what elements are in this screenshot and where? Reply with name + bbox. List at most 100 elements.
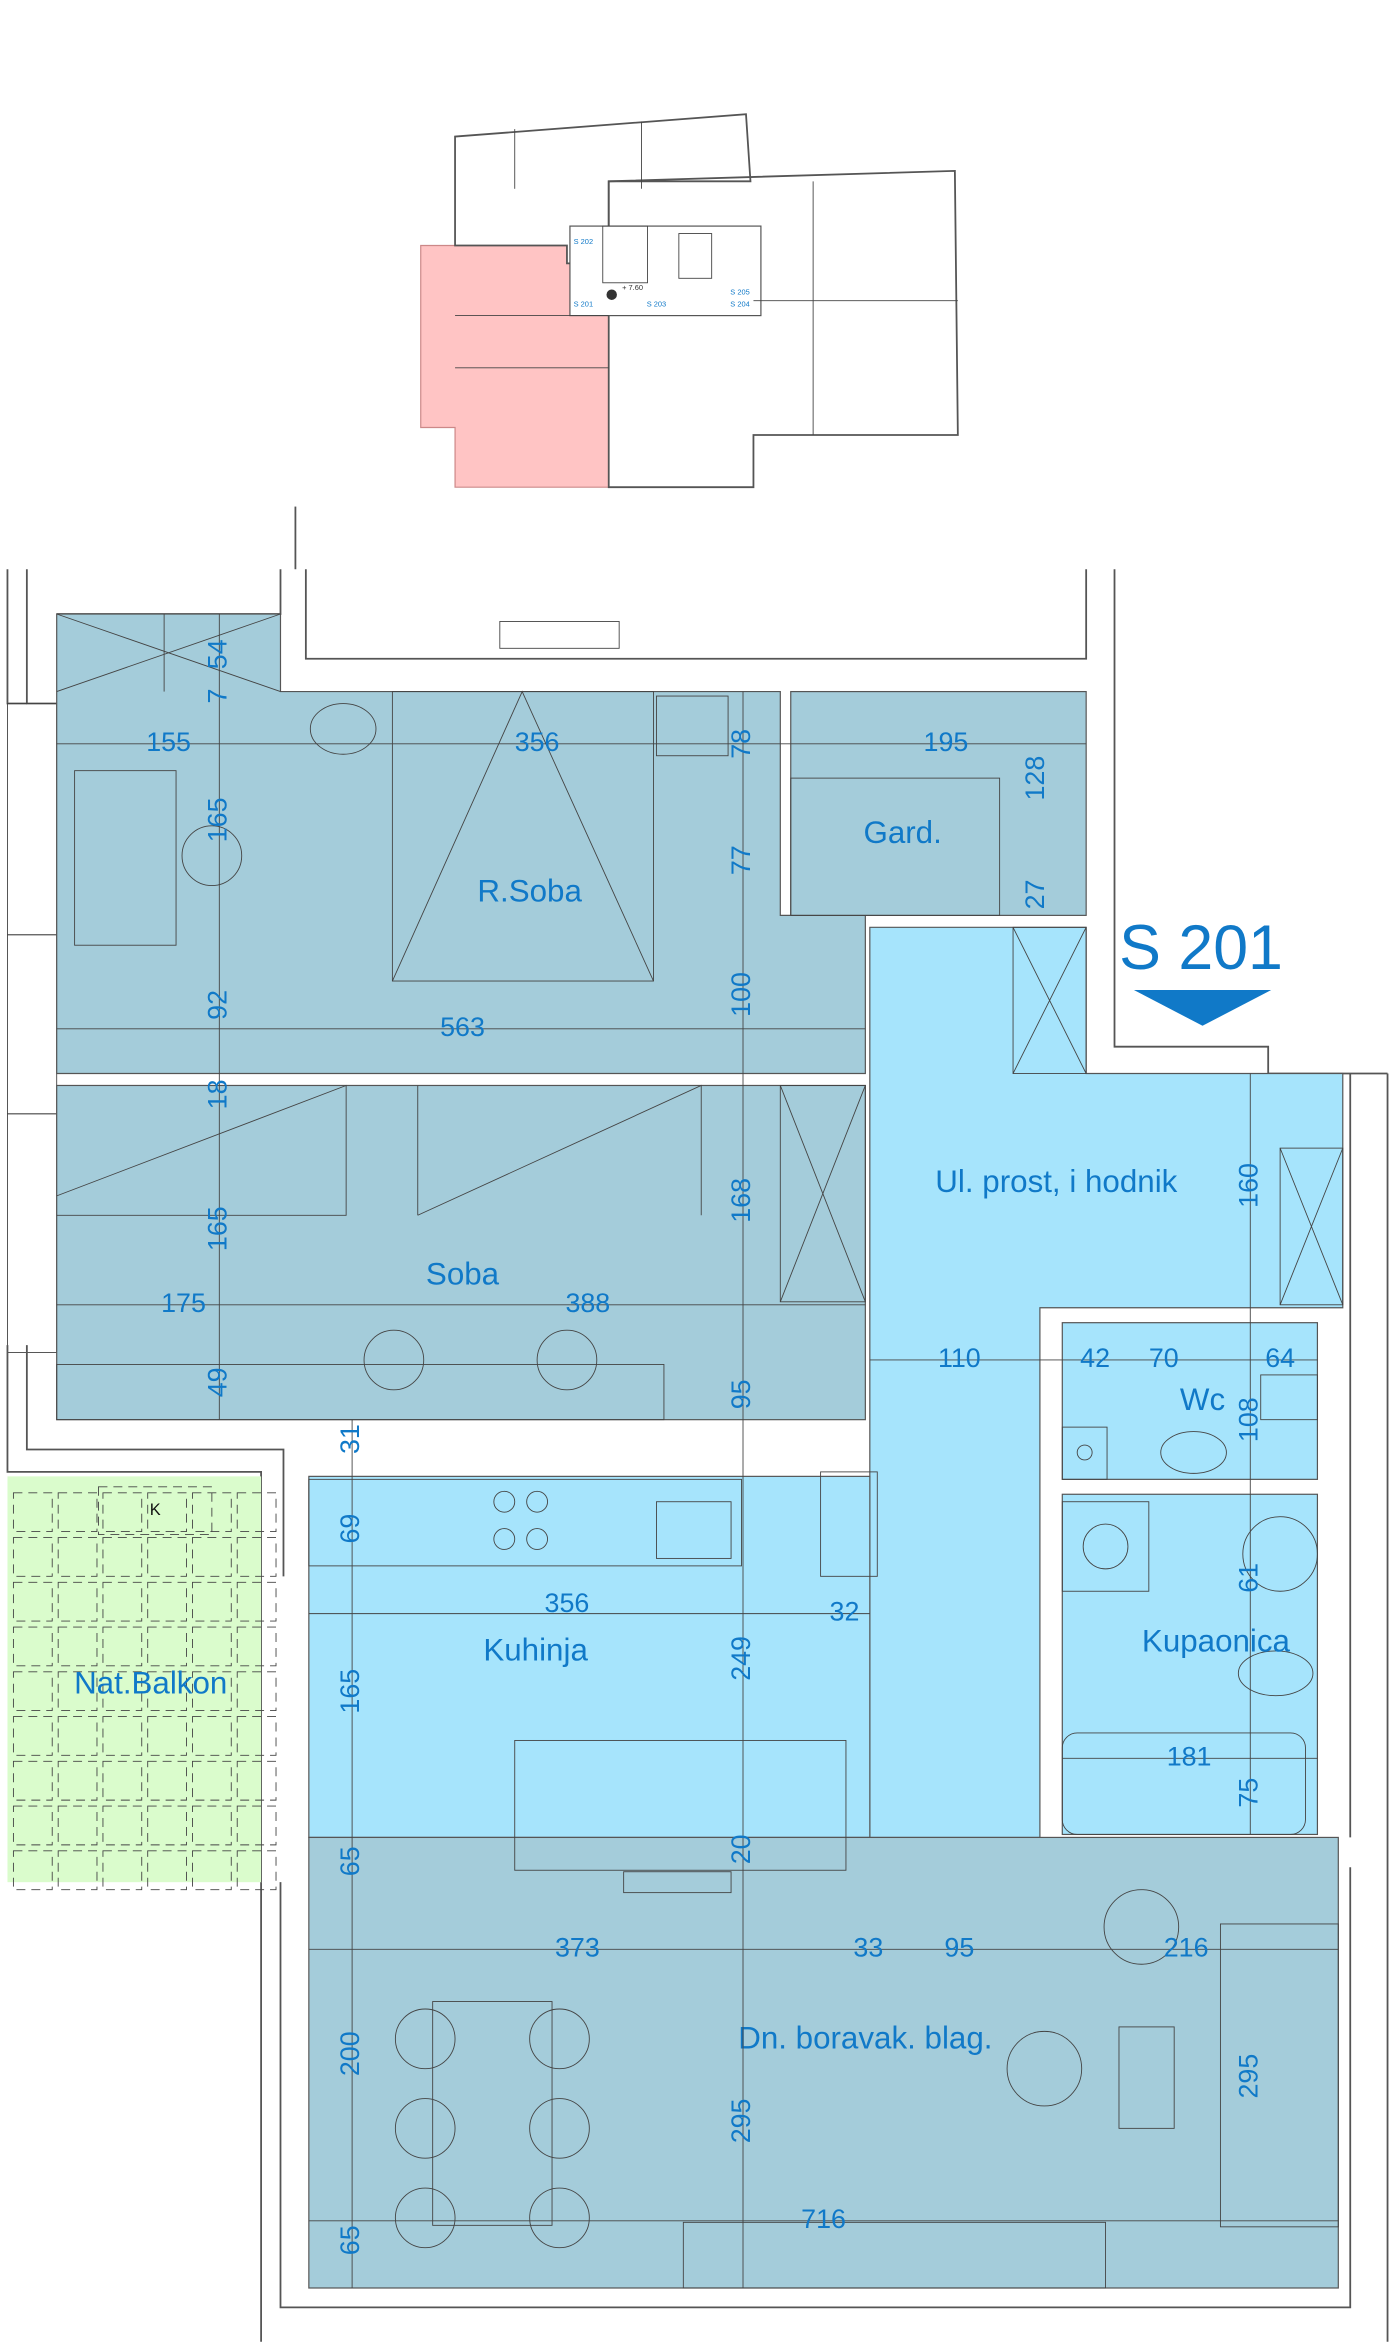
room-wc[interactable]	[1061, 1322, 1319, 1480]
rooms: K	[7, 613, 1344, 2289]
chair	[536, 1329, 598, 1391]
dimension-label: 42	[1080, 1343, 1110, 1373]
dimension-lines	[56, 614, 1339, 2288]
keyplan-label-s201: S 201	[574, 300, 593, 309]
wc-sink	[1160, 1431, 1227, 1474]
keyplan-stair-core	[569, 225, 762, 317]
balcony-tile	[147, 1581, 187, 1622]
dimension-label: 110	[938, 1343, 981, 1373]
dimension-label: 65	[335, 1846, 365, 1876]
balcony-tile	[102, 1850, 143, 1891]
keyplan-label-s205: S 205	[730, 288, 749, 297]
dimension-label: 108	[1233, 1397, 1263, 1442]
dimension-label: 168	[726, 1178, 756, 1223]
bathroom-toilet	[1237, 1650, 1314, 1697]
label-kuhinja: Kuhinja	[483, 1633, 588, 1668]
keyplan-label-s202: S 202	[574, 237, 593, 246]
dimension-label: 61	[1233, 1563, 1263, 1593]
balcony-tile	[12, 1671, 53, 1712]
room-kupaonica[interactable]	[1061, 1493, 1319, 1836]
dimension-label: 165	[202, 797, 232, 842]
room-labels: R.Soba Gard. Ul. prost, i hodnik Soba Wc…	[74, 815, 1291, 2056]
dimension-label: 75	[1233, 1778, 1263, 1808]
sofa	[1219, 1923, 1339, 2228]
dimension-label: 356	[545, 1588, 590, 1618]
balcony-tile	[192, 1581, 232, 1622]
chair	[363, 1329, 425, 1391]
keyplan-label-s204: S 204	[730, 300, 749, 309]
label-gard: Gard.	[863, 815, 941, 850]
furniture	[56, 613, 1344, 2289]
keyplan-level: + 7.60	[622, 283, 643, 292]
balcony-tile	[12, 1760, 53, 1801]
room-nat-balkon[interactable]	[7, 1476, 262, 1883]
balcony-tile	[102, 1716, 143, 1756]
balcony-tile	[102, 1805, 143, 1846]
dimension-label: 249	[726, 1636, 756, 1681]
wardrobe	[74, 770, 177, 946]
dining-table	[432, 2001, 553, 2226]
dimension-label: 165	[202, 1206, 232, 1251]
dimension-label: 356	[515, 727, 560, 757]
balcony-tile	[192, 1760, 232, 1801]
balcony-tile	[236, 1716, 277, 1756]
room-soba[interactable]	[56, 1084, 866, 1421]
keyplan-label-s203: S 203	[647, 300, 666, 309]
bathtub	[1061, 1732, 1306, 1835]
unit-entrance-marker: S 201	[1119, 913, 1283, 1026]
label-hodnik: Ul. prost, i hodnik	[935, 1164, 1177, 1199]
balcony-tile	[147, 1671, 187, 1712]
key-plan: + 7.60 S 202 S 201 S 203 S 205 S 204	[420, 113, 959, 489]
room-kuhinja[interactable]	[308, 1475, 871, 1839]
label-nat-balkon: Nat.Balkon	[74, 1666, 227, 1701]
dimension-label: 295	[1233, 2054, 1263, 2099]
washing-machine	[1061, 1501, 1150, 1592]
room-r-soba[interactable]	[56, 613, 866, 1075]
balcony-tile	[57, 1626, 98, 1667]
room-gard[interactable]	[790, 690, 1087, 916]
balcony-tile	[57, 1805, 98, 1846]
balcony-tile-grid	[12, 1492, 277, 1891]
dimension-label: 195	[924, 727, 969, 757]
balcony-tile	[147, 1805, 187, 1846]
entrance-arrow-icon	[1133, 989, 1272, 1026]
dimension-label: 78	[726, 729, 756, 759]
balcony-tile	[236, 1850, 277, 1891]
double-bed	[391, 691, 654, 982]
dimension-label: 100	[726, 972, 756, 1017]
kitchen-island	[514, 1739, 847, 1871]
balcony-tile	[12, 1805, 53, 1846]
balcony-tile	[102, 1626, 143, 1667]
keyplan-east-block	[607, 169, 959, 489]
balcony-tile	[147, 1716, 187, 1756]
balcony-tile	[12, 1581, 53, 1622]
balcony-tile	[236, 1492, 277, 1533]
balcony-tile	[236, 1671, 277, 1712]
dimension-label: 18	[202, 1079, 232, 1109]
balcony-tile	[236, 1537, 277, 1577]
label-kupaonica: Kupaonica	[1142, 1624, 1291, 1659]
balcony-tile	[102, 1581, 143, 1622]
dimension-label: 160	[1233, 1163, 1263, 1208]
balcony-tile	[12, 1850, 53, 1891]
label-soba: Soba	[426, 1257, 500, 1292]
dimension-label: 200	[335, 2031, 365, 2076]
keyplan-stairs	[602, 225, 648, 284]
nightstand-lamp	[309, 703, 377, 755]
balcony-tile	[12, 1492, 53, 1533]
dimension-label: 95	[944, 1932, 974, 1962]
balcony-tile	[236, 1581, 277, 1622]
balcony-tile	[12, 1716, 53, 1756]
dimension-label: 128	[1020, 756, 1050, 801]
balcony-tile	[192, 1671, 232, 1712]
balcony-tile	[147, 1760, 187, 1801]
dimension-label: 7	[202, 689, 232, 704]
fridge	[820, 1471, 878, 1577]
toilet	[1260, 1374, 1318, 1421]
dimension-label: 31	[335, 1424, 365, 1454]
dimension-label: 27	[1020, 880, 1050, 910]
balcony-tile	[57, 1716, 98, 1756]
balcony-tile	[57, 1581, 98, 1622]
room-dn-boravak[interactable]	[308, 1836, 1339, 2289]
